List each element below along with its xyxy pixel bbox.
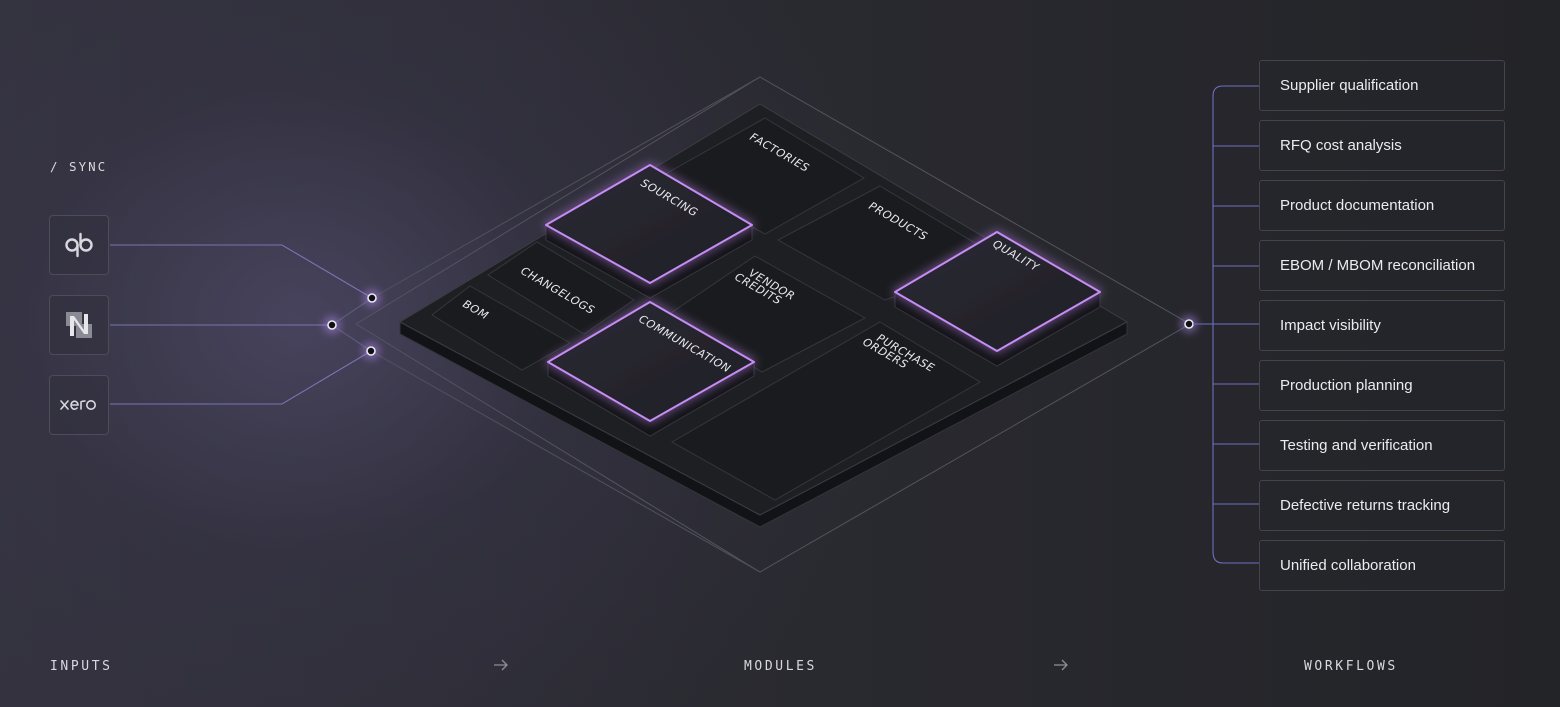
workflow-item[interactable]: Production planning (1259, 360, 1505, 411)
workflow-item[interactable]: RFQ cost analysis (1259, 120, 1505, 171)
source-quickbooks[interactable] (49, 215, 109, 275)
node-workflows (1184, 319, 1194, 329)
tile-bom (431, 285, 572, 371)
workflow-item[interactable]: Unified collaboration (1259, 540, 1505, 591)
workflow-item[interactable]: Testing and verification (1259, 420, 1505, 471)
tile-communication (547, 301, 755, 437)
tile-changelogs (487, 241, 635, 335)
source-xero[interactable] (49, 375, 109, 435)
node-quickbooks (367, 293, 377, 303)
connector-nodes (323, 289, 1198, 360)
workflow-item[interactable]: Defective returns tracking (1259, 480, 1505, 531)
node-xero (366, 346, 376, 356)
xero-icon (60, 400, 96, 410)
arrow-right-icon (492, 656, 510, 679)
arrow-right-icon (1052, 656, 1070, 679)
sync-label: / SYNC (50, 159, 108, 174)
node-netsuite (327, 320, 337, 330)
footer-workflows-label: WORKFLOWS (1304, 659, 1398, 674)
workflow-item[interactable]: Product documentation (1259, 180, 1505, 231)
tile-sourcing (545, 164, 753, 299)
tile-factories (660, 117, 865, 235)
workflow-item[interactable]: Supplier qualification (1259, 60, 1505, 111)
footer-modules-label: MODULES (744, 659, 817, 674)
netsuite-icon (66, 312, 92, 338)
workflow-item[interactable]: Impact visibility (1259, 300, 1505, 351)
workflow-tree (1193, 85, 1259, 564)
quickbooks-icon (65, 232, 93, 258)
footer-inputs-label: INPUTS (50, 659, 113, 674)
source-netsuite[interactable] (49, 295, 109, 355)
input-connectors (110, 76, 761, 573)
tile-purchase-orders (670, 321, 981, 501)
tile-quality (894, 231, 1101, 367)
workflow-item[interactable]: EBOM / MBOM reconciliation (1259, 240, 1505, 291)
